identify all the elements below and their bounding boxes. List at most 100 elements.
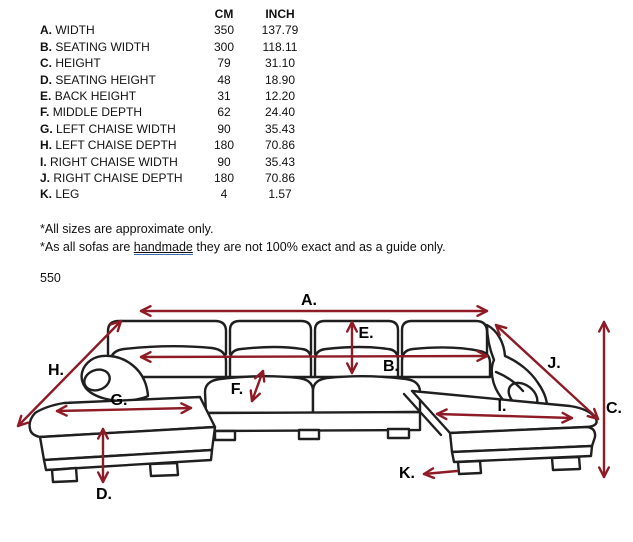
dimension-arrow-b (139, 354, 489, 359)
note-line-1: *All sizes are approximate only. (40, 222, 214, 236)
arrowhead (16, 414, 30, 428)
sofa-drawing (28, 319, 598, 484)
sofa-leg (550, 455, 582, 472)
inch-value: 70.86 (264, 138, 296, 153)
dimension-arrow-f (250, 369, 265, 403)
dimension-label-d: D. (96, 486, 112, 503)
sofa-leg (456, 459, 483, 476)
cm-value: 79 (217, 56, 231, 71)
left-chaise-top (28, 395, 217, 439)
dimension-label-c: C. (606, 400, 622, 417)
dimension-labels: A. E. B. H. G. F. I. J. C. D. K. (48, 292, 622, 503)
arrowhead (598, 320, 610, 333)
lumbar-cushion (313, 345, 400, 379)
sofa-leg (213, 429, 237, 442)
cm-value: 4 (220, 187, 228, 202)
column-header-inch: INCH (265, 7, 295, 21)
dimension-label-g: G. (111, 392, 128, 409)
sofa-leg (297, 428, 321, 441)
inch-value: 118.11 (262, 39, 298, 54)
dimension-label-j: J. (547, 355, 560, 372)
model-number: 550 (40, 271, 61, 285)
left-chaise-plinth (42, 448, 214, 472)
sofa-leg (50, 466, 79, 484)
disclaimer-notes: *All sizes are approximate only. *As all… (40, 221, 446, 256)
sofa-leg (386, 427, 411, 440)
right-chaise-front (448, 425, 597, 454)
arrowhead (435, 408, 448, 421)
lumbar-cushion (109, 345, 228, 379)
arrowhead (97, 471, 109, 484)
arrowhead (476, 305, 489, 317)
arrowhead (476, 350, 489, 363)
column-header-cm: CM (214, 7, 234, 21)
inch-value: 31.10 (264, 56, 296, 71)
cm-value: 62 (217, 105, 231, 120)
arrowhead (139, 305, 152, 317)
cm-value: 350 (213, 23, 235, 38)
dimension-arrows (16, 305, 610, 484)
back-pillow (313, 319, 400, 356)
dimension-arrow-g (55, 406, 193, 413)
back-pillow (228, 319, 313, 356)
dimension-arrow-k (422, 469, 459, 476)
arrowhead (346, 320, 358, 333)
table-header-row: CM INCH (40, 6, 312, 22)
dimension-label-f: F. (231, 381, 243, 398)
inch-value: 1.57 (268, 187, 292, 202)
inch-value: 24.40 (264, 105, 296, 120)
cm-value: 300 (213, 39, 235, 54)
sofa-leg (148, 461, 180, 478)
cm-value: 48 (217, 72, 231, 87)
dimension-arrow-j (494, 323, 600, 421)
seat-cushion (311, 375, 422, 415)
dimension-label-k: K. (399, 465, 415, 482)
arrowhead (180, 402, 193, 415)
right-arm-crease (494, 370, 525, 393)
arrowhead (55, 404, 68, 417)
cm-value: 90 (217, 121, 231, 136)
dimension-arrow-i (435, 412, 574, 420)
arrowhead (109, 319, 123, 333)
inch-value: 12.20 (264, 89, 296, 104)
dimension-label-i: I. (498, 398, 507, 415)
cm-value: 180 (213, 138, 235, 153)
inch-value: 35.43 (264, 154, 296, 169)
arrowhead (254, 369, 266, 383)
arrowhead (561, 411, 574, 424)
inch-value: 137.79 (261, 23, 299, 38)
arrowhead (97, 427, 109, 440)
dimension-label-a: A. (301, 292, 317, 309)
arrowhead (139, 350, 152, 363)
right-chaise-plinth (450, 444, 594, 464)
note-line-2: *As all sofas are handmade they are not … (40, 239, 446, 255)
dimension-label-b: B. (383, 358, 399, 375)
lumbar-cushion (228, 345, 313, 379)
inch-value: 18.90 (264, 72, 296, 87)
cm-value: 31 (217, 89, 231, 104)
handmade-link[interactable]: handmade (133, 239, 193, 255)
arrowhead (494, 323, 508, 337)
dimension-label-h: H. (48, 362, 64, 379)
arrowhead (598, 466, 610, 479)
inch-value: 35.43 (264, 121, 296, 136)
arrowhead (586, 407, 600, 421)
cm-value: 90 (217, 154, 231, 169)
arrowhead (249, 389, 261, 403)
junction-line (402, 392, 443, 437)
arrowhead (422, 467, 436, 480)
